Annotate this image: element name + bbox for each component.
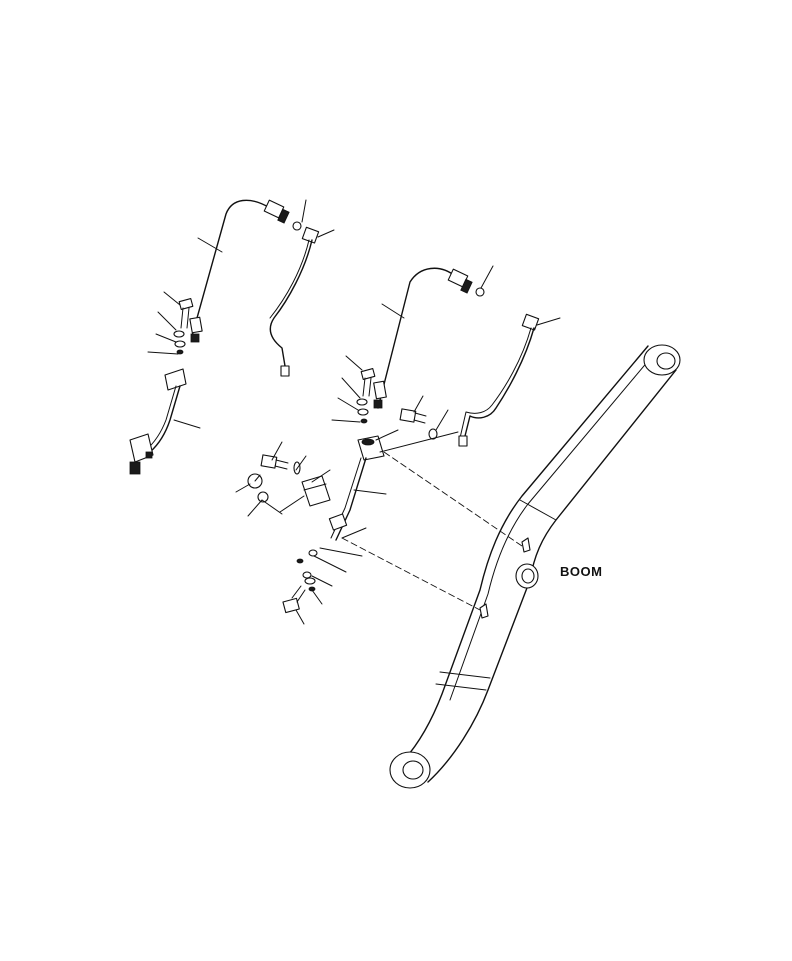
leader-line — [295, 455, 307, 471]
leader-line — [435, 409, 449, 431]
leader-line — [247, 499, 263, 517]
leader-line — [341, 527, 367, 539]
boom-label: BOOM — [560, 564, 602, 579]
leader-line — [301, 199, 307, 223]
bracket-block — [301, 475, 331, 507]
right-bolt-stack — [356, 368, 387, 424]
lower-bolt — [282, 585, 306, 614]
washer — [257, 491, 269, 503]
boom-clip-upper — [521, 537, 531, 553]
left-elbow-fitting — [269, 226, 320, 377]
right-elbow-fitting — [458, 313, 540, 447]
left-tube-nut — [263, 199, 290, 224]
left-lower-tube-bracket — [129, 368, 187, 475]
small-washer — [296, 558, 304, 564]
leader-line — [319, 547, 363, 557]
leader-line — [173, 419, 201, 429]
leader-line — [155, 333, 177, 343]
leader-line — [379, 431, 459, 453]
leader-line — [147, 351, 179, 355]
center-bracket-assembly — [235, 429, 459, 625]
leader-line — [413, 395, 424, 413]
leader-line — [313, 555, 347, 573]
right-tube-nut — [447, 268, 473, 294]
leader-line — [163, 291, 181, 306]
leader-line — [271, 441, 283, 461]
leader-line — [331, 419, 361, 423]
o-ring-upper-right — [475, 287, 485, 297]
middle-bolt-washer — [399, 408, 438, 440]
leader-line — [381, 303, 405, 319]
o-ring-upper-left — [292, 221, 302, 231]
leader-line — [353, 489, 387, 495]
right-grease-tube-assembly — [331, 265, 561, 447]
leader-line — [536, 317, 561, 326]
leader-line — [261, 499, 283, 515]
leader-line — [235, 483, 251, 493]
leader-line — [295, 609, 305, 625]
right-upper-tube — [377, 267, 456, 409]
installation-guide-lines — [341, 451, 523, 611]
leader-line — [317, 229, 335, 238]
left-grease-tube-assembly — [129, 199, 335, 475]
boom-clip-lower — [479, 603, 489, 619]
leader-line — [337, 397, 359, 411]
leader-line — [157, 311, 177, 331]
boom-arm — [389, 344, 681, 789]
leader-line — [345, 355, 363, 371]
leader-line — [279, 495, 305, 513]
leader-line — [311, 469, 331, 483]
leader-line — [311, 589, 323, 605]
center-tube — [335, 457, 367, 541]
leader-line — [480, 265, 494, 289]
left-upper-tube — [191, 199, 271, 337]
bracket-bolt — [260, 454, 301, 475]
leader-line — [341, 377, 361, 399]
leader-line — [375, 429, 399, 441]
left-bolt-stack — [173, 298, 203, 355]
leader-line — [197, 237, 223, 253]
leader-line — [311, 575, 333, 587]
